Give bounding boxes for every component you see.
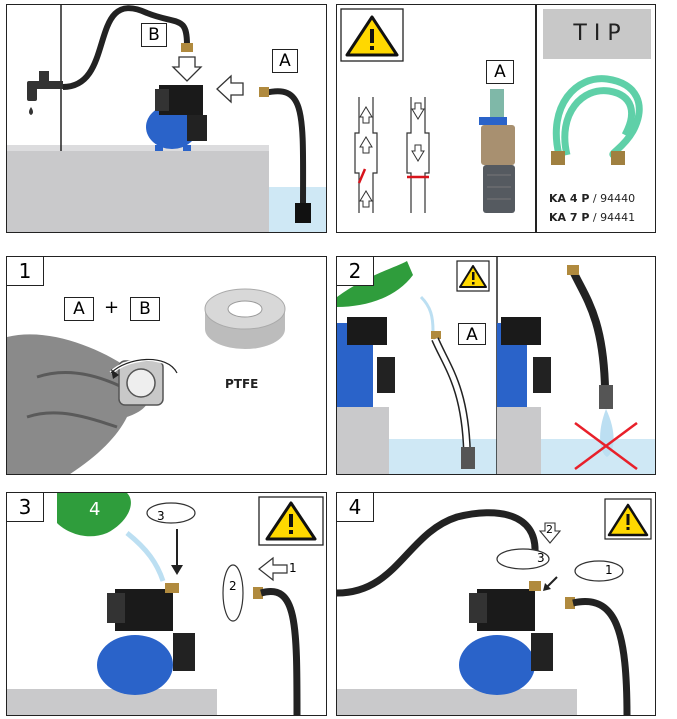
label-b: B [130, 297, 160, 321]
step2-illustration [337, 257, 655, 474]
panel-step-4: 4 2 3 1 [336, 492, 656, 716]
tip-item-1-sep: / [589, 192, 601, 205]
hose-icon [551, 75, 643, 165]
circle-1-number: 1 [605, 563, 613, 577]
tip-item-2-code: 94441 [600, 211, 636, 224]
suction-hose [572, 598, 631, 715]
ptfe-label: PTFE [225, 377, 259, 391]
rotate-circle-icon [146, 502, 196, 524]
arrow-1-number: 1 [289, 561, 297, 575]
plus-sign: + [104, 297, 120, 318]
valve-open-diagram [354, 97, 378, 213]
warning-icon [258, 496, 324, 546]
arrow-down-icon [171, 56, 203, 82]
watering-number: 4 [89, 499, 101, 520]
rotate-circle-icon [574, 560, 624, 582]
check-valve-illustration [340, 8, 515, 213]
tip-item-2: KA 7 P / 94441 [549, 211, 635, 224]
pump [459, 635, 535, 695]
ptfe-tape-roll [204, 288, 286, 349]
panel-step-1: 1 A + B PTFE [6, 256, 327, 475]
rotate-circle-icon [496, 548, 550, 570]
pressure-hose [337, 509, 539, 597]
panel-check-valve: A [336, 4, 536, 233]
arrow-left-icon [258, 556, 288, 582]
tip-item-1-model: KA 4 P [549, 192, 590, 205]
label-a: A [64, 297, 94, 321]
circle-3-number: 3 [537, 551, 545, 565]
suction-hose-a [264, 88, 307, 211]
arrow-2-number: 2 [546, 523, 553, 536]
arrow-down-icon [538, 522, 562, 544]
label-a: A [272, 49, 298, 73]
panel-step-3: 3 4 3 1 2 [6, 492, 327, 716]
step-number: 2 [337, 257, 374, 286]
warning-icon [340, 8, 404, 62]
step4-illustration [337, 498, 652, 715]
watering-can [57, 493, 131, 537]
circle-2-number: 2 [229, 579, 237, 593]
foot-valve [479, 89, 515, 213]
valve-closed-diagram [406, 97, 430, 213]
tip-title: T I P [543, 9, 651, 59]
rotate-arrow-icon [111, 369, 119, 379]
pump [146, 105, 198, 149]
panel-step-2: 2 A [336, 256, 656, 475]
step-number: 4 [337, 493, 374, 522]
hose-b [62, 5, 190, 90]
panel-overview: B A [6, 4, 327, 233]
label-a: A [486, 60, 514, 84]
label-a: A [458, 323, 486, 345]
watering-can [337, 261, 413, 307]
faucet-icon [35, 81, 63, 89]
pump [97, 635, 173, 695]
suction-hose [260, 588, 301, 715]
overview-illustration [7, 5, 326, 232]
wall [7, 145, 269, 232]
tip-item-2-model: KA 7 P [549, 211, 590, 224]
step1-illustration [7, 288, 286, 474]
step-number: 3 [7, 493, 44, 522]
warning-icon [604, 498, 652, 540]
tip-item-1: KA 4 P / 94440 [549, 192, 635, 205]
panel-tip: T I P KA 4 P / 94440 KA 7 P / 94441 [536, 4, 656, 233]
warning-icon [456, 260, 490, 292]
label-b: B [141, 23, 167, 47]
arrow-left-icon [216, 74, 244, 104]
step3-illustration [7, 493, 324, 715]
circle-3-number: 3 [157, 509, 165, 523]
step-number: 1 [7, 257, 44, 286]
tip-item-1-code: 94440 [600, 192, 636, 205]
tip-item-2-sep: / [589, 211, 601, 224]
rotate-circle-icon [222, 564, 244, 622]
